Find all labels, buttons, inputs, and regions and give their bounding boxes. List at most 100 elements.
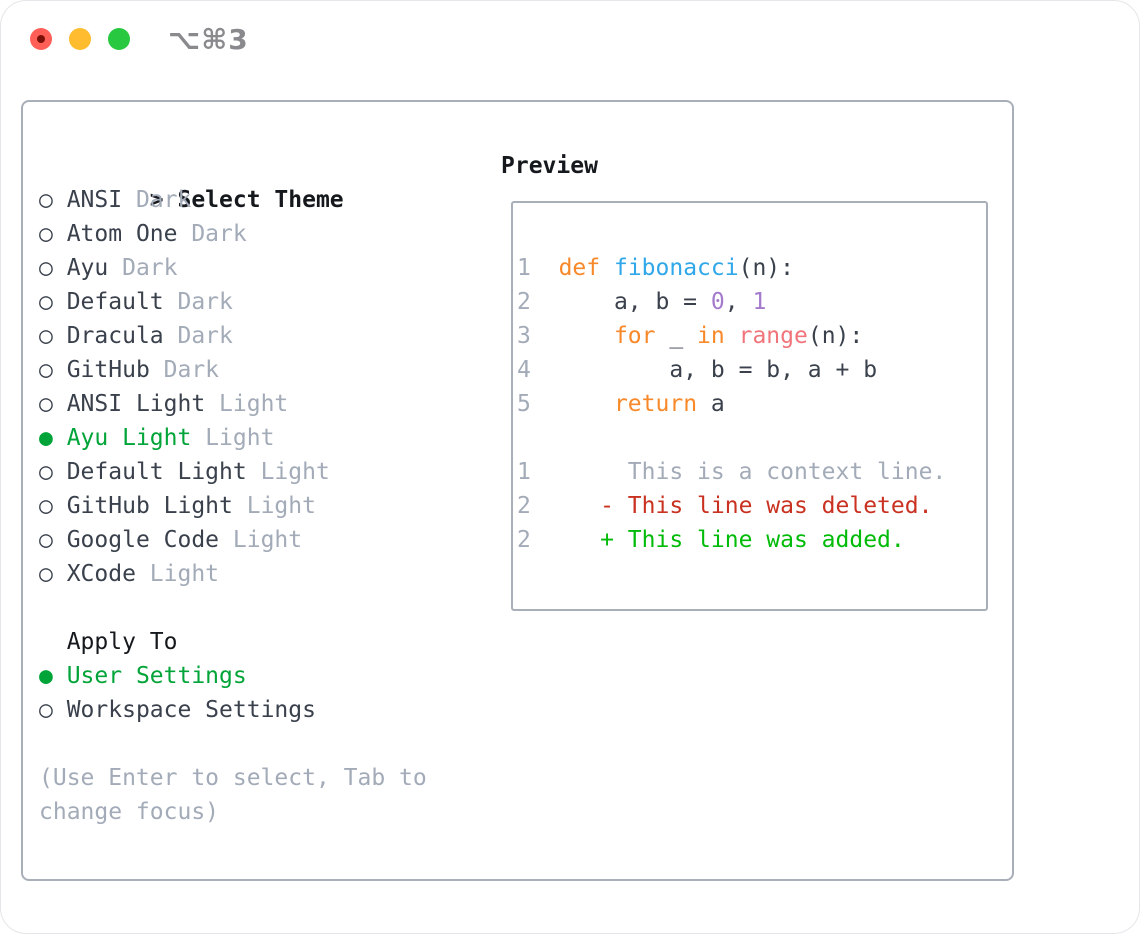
theme-option[interactable]: ○ Default Light Light: [39, 455, 485, 489]
theme-name: ANSI Light: [66, 391, 220, 417]
code-token: ,: [724, 289, 753, 315]
radio-unselected-icon: ○: [39, 459, 67, 485]
theme-name: XCode: [66, 561, 150, 587]
radio-selected-icon: ●: [39, 425, 67, 451]
apply-to-list: ● User Settings○ Workspace Settings: [39, 659, 485, 727]
radio-unselected-icon: ○: [39, 493, 67, 519]
apply-option-label: User Settings: [66, 663, 247, 689]
keyboard-hint: (Use Enter to select, Tab to change focu…: [39, 765, 441, 825]
theme-option[interactable]: ○ GitHub Dark: [39, 353, 485, 387]
theme-variant: Dark: [177, 323, 233, 349]
radio-selected-icon: ●: [39, 663, 67, 689]
theme-variant: Light: [232, 527, 303, 553]
divider-space: [39, 591, 485, 625]
theme-option[interactable]: ● Ayu Light Light: [39, 421, 485, 455]
code-token: (n):: [738, 255, 794, 281]
theme-name: Dracula: [66, 323, 178, 349]
radio-unselected-icon: ○: [39, 561, 67, 587]
code-token: (n):: [807, 323, 864, 349]
code-token: [531, 391, 614, 417]
code-token: a, b =: [530, 289, 711, 315]
theme-variant: Light: [246, 493, 316, 519]
close-icon: [37, 35, 45, 43]
theme-name: GitHub: [66, 357, 164, 383]
traffic-lights: [30, 28, 130, 50]
code-token: - This line was deleted.: [530, 493, 933, 519]
radio-unselected-icon: ○: [39, 255, 67, 281]
radio-unselected-icon: ○: [39, 289, 67, 315]
code-line: 2 a, b = 0, 1: [517, 285, 986, 319]
code-line: 1 This is a context line.: [517, 455, 986, 489]
radio-unselected-icon: ○: [39, 357, 67, 383]
theme-variant: Dark: [135, 187, 192, 213]
code-token: 1: [752, 289, 767, 315]
code-token: 0: [710, 289, 725, 315]
theme-name: Ayu: [66, 255, 123, 281]
theme-option[interactable]: ○ Default Dark: [39, 285, 485, 319]
radio-unselected-icon: ○: [39, 527, 67, 553]
theme-variant: Light: [205, 425, 275, 451]
code-line: 4 a, b = b, a + b: [517, 353, 986, 387]
code-line: 5 return a: [517, 387, 986, 421]
radio-unselected-icon: ○: [39, 391, 67, 417]
theme-selector: >Select Theme ○ ANSI Dark○ Atom One Dark…: [39, 149, 485, 829]
radio-unselected-icon: ○: [39, 187, 67, 213]
theme-option[interactable]: ○ ANSI Light Light: [39, 387, 485, 421]
code-token: 4: [517, 357, 531, 383]
prompt-icon: >: [149, 187, 164, 213]
theme-name: Ayu Light: [66, 425, 206, 451]
theme-name: Default: [66, 289, 178, 315]
code-token: 3: [517, 323, 531, 349]
theme-variant: Dark: [122, 255, 178, 281]
theme-name: Default Light: [66, 459, 261, 485]
code-token: 2: [517, 289, 531, 315]
apply-to-header: Apply To: [66, 629, 178, 655]
code-token: 2: [517, 493, 531, 519]
apply-option-label: Workspace Settings: [66, 697, 316, 723]
divider-space: [39, 727, 485, 761]
code-token: [725, 323, 739, 349]
theme-option[interactable]: ○ GitHub Light Light: [39, 489, 485, 523]
theme-name: ANSI: [66, 187, 136, 213]
code-token: 1: [517, 459, 531, 485]
theme-option[interactable]: ○ Ayu Dark: [39, 251, 485, 285]
theme-option[interactable]: ○ XCode Light: [39, 557, 485, 591]
theme-option[interactable]: ○ Google Code Light: [39, 523, 485, 557]
code-token: + This line was added.: [530, 527, 905, 553]
minimize-button[interactable]: [69, 28, 91, 50]
theme-variant: Dark: [177, 289, 233, 315]
code-token: return: [613, 391, 698, 417]
theme-name: Google Code: [66, 527, 233, 553]
theme-variant: Light: [219, 391, 289, 417]
theme-variant: Light: [149, 561, 220, 587]
code-token: This is a context line.: [530, 459, 947, 485]
apply-option[interactable]: ● User Settings: [39, 659, 485, 693]
apply-option[interactable]: ○ Workspace Settings: [39, 693, 485, 727]
code-token: in: [697, 323, 725, 349]
code-token: 2: [517, 527, 531, 553]
code-token: a: [697, 391, 725, 417]
code-line: [517, 421, 986, 455]
code-token: def: [558, 255, 601, 281]
code-token: [600, 255, 614, 281]
theme-option[interactable]: ○ Dracula Dark: [39, 319, 485, 353]
theme-variant: Dark: [163, 357, 220, 383]
code-token: [531, 323, 614, 349]
theme-option[interactable]: ○ Atom One Dark: [39, 217, 485, 251]
code-token: [531, 255, 559, 281]
radio-unselected-icon: ○: [39, 323, 67, 349]
select-theme-header: > Select Theme: [39, 149, 485, 213]
theme-variant: Light: [260, 459, 330, 485]
close-button[interactable]: [30, 28, 52, 50]
zoom-button[interactable]: [108, 28, 130, 50]
code-line: 1 def fibonacci(n):: [517, 251, 986, 285]
main-panel: >Select Theme ○ ANSI Dark○ Atom One Dark…: [21, 100, 1014, 881]
code-token: _: [655, 323, 698, 349]
code-line: 3 for _ in range(n):: [517, 319, 986, 353]
theme-option[interactable]: ○ ANSI Dark: [39, 183, 485, 217]
radio-unselected-icon: ○: [39, 697, 67, 723]
window-title: ⌥⌘3: [168, 23, 249, 56]
select-theme-title: Select Theme: [177, 187, 344, 213]
